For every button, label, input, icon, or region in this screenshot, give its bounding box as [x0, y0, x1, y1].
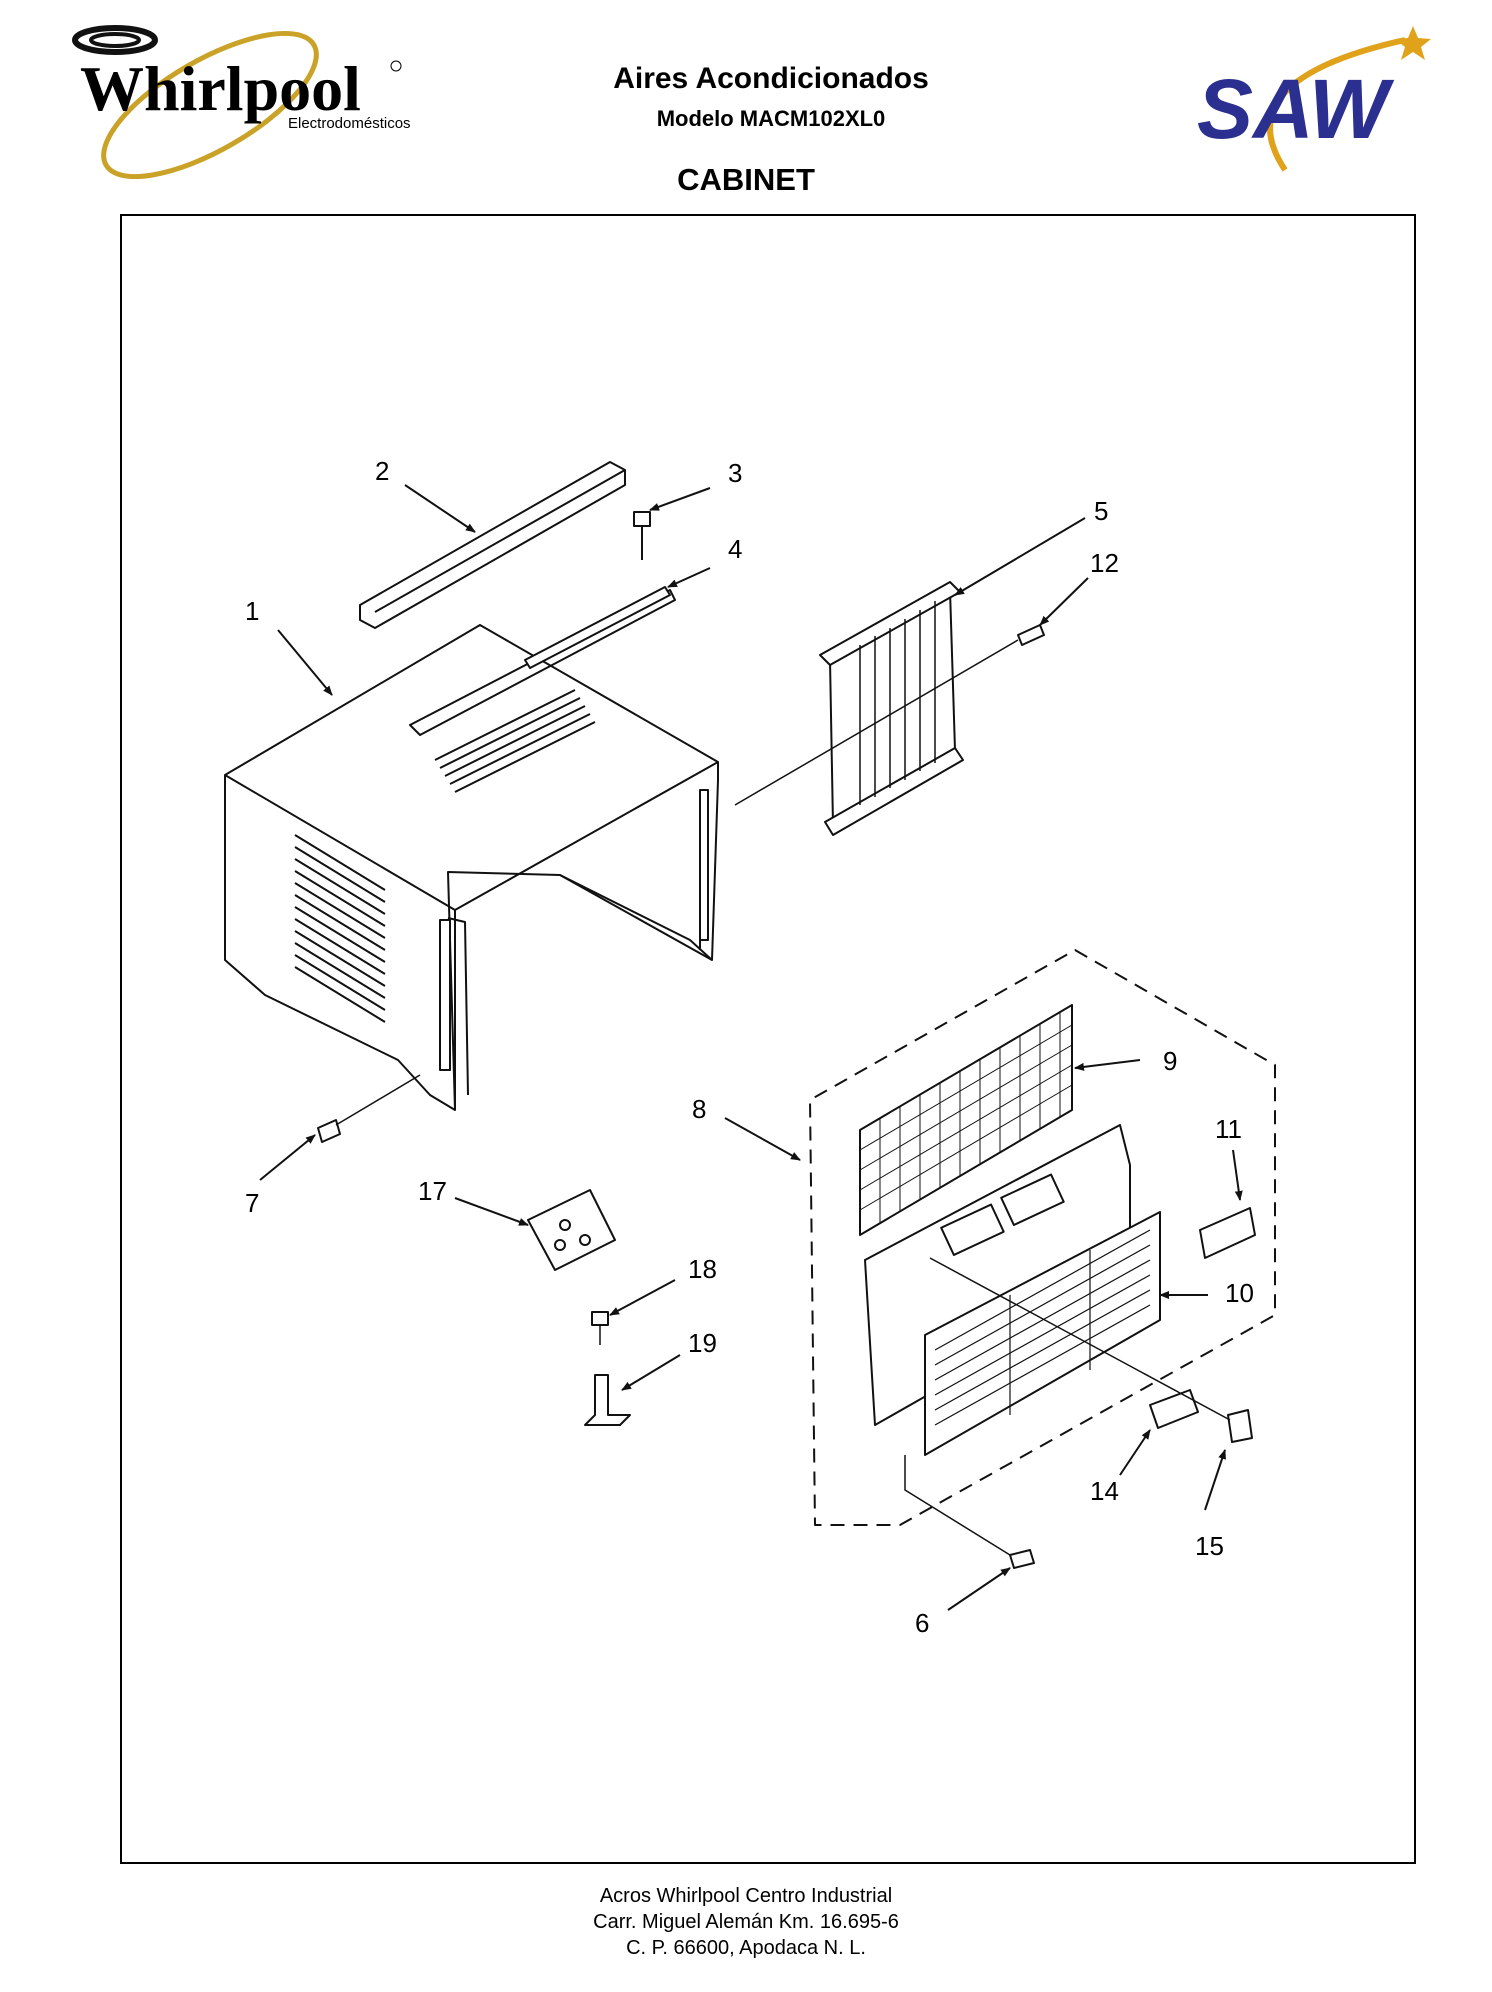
page-title: Aires Acondicionados [613, 62, 929, 95]
footer-postal: C. P. 66600, Apodaca N. L. [626, 1937, 866, 1959]
footer-company: Acros Whirlpool Centro Industrial [599, 1885, 893, 1907]
cabinet-shell [224, 589, 719, 1111]
callout-5: 5 [1094, 496, 1108, 526]
top-rail [359, 461, 626, 629]
callout-11: 11 [1215, 1114, 1242, 1144]
model-number: Modelo MACM102XL0 [656, 106, 886, 131]
control-knob-15 [1227, 1409, 1253, 1443]
whirlpool-subtitle: Electrodomésticos [288, 115, 411, 132]
callout-1: 1 [245, 596, 259, 626]
section-title: CABINET [677, 162, 815, 197]
diagram-frame [120, 214, 1416, 1864]
callout-2: 2 [375, 456, 389, 486]
screw-7 [317, 1119, 341, 1143]
callout-4: 4 [728, 534, 742, 564]
air-filter-9 [859, 1004, 1073, 1236]
whirlpool-logo: Whirlpool Electrodomésticos [72, 25, 411, 180]
screw-6 [1009, 1549, 1035, 1569]
callout-8: 8 [692, 1094, 706, 1124]
callout-3: 3 [728, 458, 742, 488]
screw-12 [1017, 624, 1045, 646]
leader-arrows [259, 484, 1243, 1611]
callout-14: 14 [1090, 1476, 1119, 1506]
air-deflector-11 [1199, 1207, 1256, 1259]
bracket-4 [524, 586, 671, 669]
callout-9: 9 [1163, 1046, 1177, 1076]
saw-logo: SAW [1197, 26, 1431, 172]
callout-17: 17 [418, 1176, 447, 1206]
front-panel-assembly-boundary [809, 949, 1276, 1526]
condenser-coil [819, 581, 964, 836]
callout-15: 15 [1195, 1531, 1224, 1561]
cabinet-side-louvers [294, 834, 386, 1023]
knob-plate-14 [1149, 1389, 1199, 1429]
front-grille-10 [864, 1124, 1161, 1456]
callout-18: 18 [688, 1254, 717, 1284]
bracket-19 [584, 1374, 631, 1426]
callout-19: 19 [688, 1328, 717, 1358]
whirlpool-wordmark: Whirlpool [80, 53, 361, 124]
callout-12: 12 [1090, 548, 1119, 578]
saw-wordmark: SAW [1197, 62, 1395, 156]
callout-6: 6 [915, 1608, 929, 1638]
screw-18 [591, 1311, 609, 1326]
control-plate-17 [527, 1189, 616, 1271]
footer-address: Carr. Miguel Alemán Km. 16.695-6 [593, 1911, 899, 1933]
star-icon [1395, 26, 1431, 60]
screw-3 [633, 511, 651, 560]
callout-10: 10 [1225, 1278, 1254, 1308]
cabinet-top-louvers [434, 689, 596, 793]
callout-7: 7 [245, 1188, 259, 1218]
